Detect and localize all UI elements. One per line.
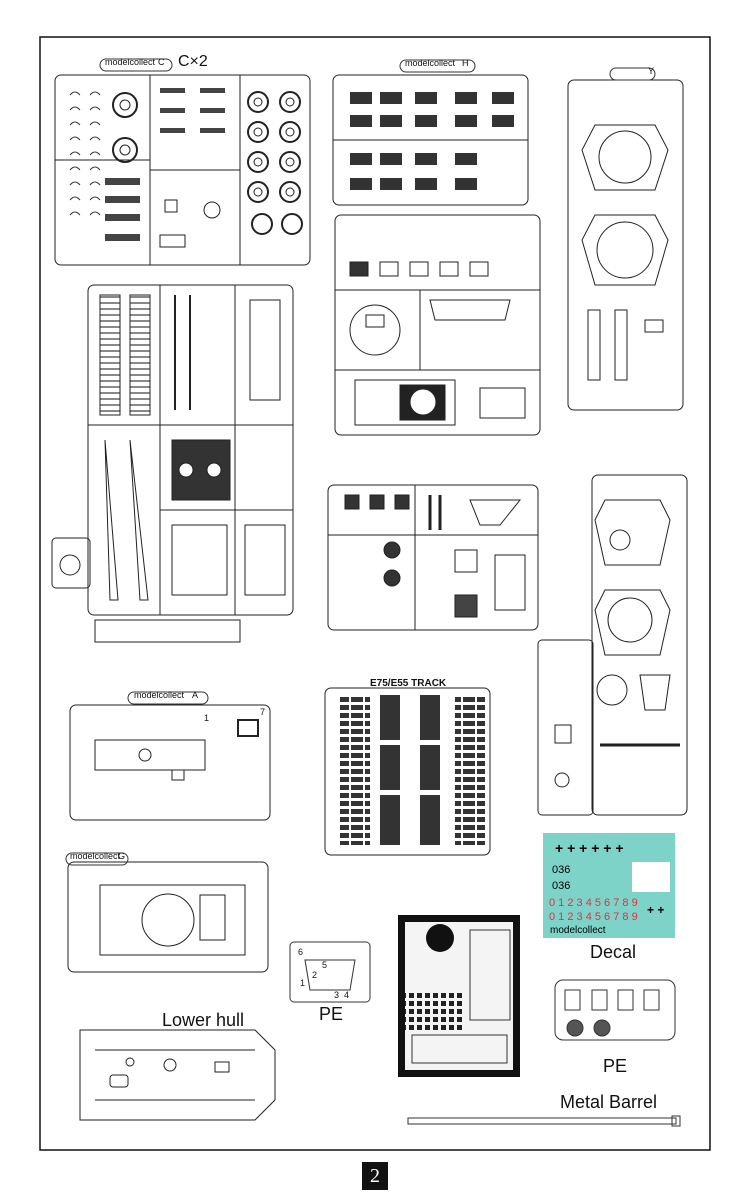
metal-barrel-drawing <box>407 1115 681 1127</box>
pe-round-label: PE <box>603 1056 628 1076</box>
sprue-c-letter: C <box>158 57 165 67</box>
sprue-a-part-7: 7 <box>260 707 266 717</box>
decal-digits-row-1: 0 1 2 3 4 5 6 7 8 9 <box>549 897 638 909</box>
sprue-c <box>54 74 311 266</box>
track-title: E75/E55 TRACK <box>370 678 447 689</box>
sprue-h <box>332 74 529 206</box>
pe-small-part-4: 4 <box>344 990 350 1000</box>
decal-sheet: + + + + + + 036 036 0 1 2 3 4 5 6 7 8 9 … <box>543 833 675 938</box>
sprue-a-part-1: 1 <box>204 713 210 723</box>
pe-small-fret <box>289 941 371 1003</box>
sprue-h-title: modelcollect <box>405 58 456 68</box>
sprue-tag-g <box>65 852 129 866</box>
sprue-c-title: modelcollect <box>105 57 156 67</box>
sprue-f <box>327 484 539 631</box>
sprue-g-title: modelcollect <box>70 851 121 861</box>
sprue-track <box>324 687 491 856</box>
pe-main-fret <box>398 915 520 1077</box>
sprue-c-count: C×2 <box>178 53 208 70</box>
sprue-tag-y <box>609 67 656 81</box>
pe-round-fret <box>554 979 676 1041</box>
metal-barrel-label: Metal Barrel <box>560 1092 658 1112</box>
sprue-tag-h <box>399 59 476 73</box>
pe-small-part-2: 2 <box>312 970 318 980</box>
decal-label: Decal <box>590 942 637 962</box>
pe-small-label: PE <box>319 1004 344 1024</box>
sprue-a-letter: A <box>192 690 199 700</box>
pe-small-part-6: 6 <box>298 947 304 957</box>
pe-small-part-3: 3 <box>334 990 340 1000</box>
decal-number-2: 036 <box>552 880 570 892</box>
sprue-d <box>537 474 688 816</box>
sprue-a-title: modelcollect <box>134 690 185 700</box>
pe-small-part-5: 5 <box>322 960 328 970</box>
sprue-a <box>69 704 271 821</box>
decal-digits-row-2: 0 1 2 3 4 5 6 7 8 9 <box>549 911 638 923</box>
sprue-tag-c <box>99 58 173 72</box>
svg-text:+ + + + + +: + + + + + + <box>555 840 624 856</box>
decal-brand: modelcollect <box>550 925 606 936</box>
page-number: 2 <box>362 1162 388 1190</box>
sprue-e <box>334 214 541 436</box>
sheet-frame <box>39 36 711 1151</box>
sprue-g-letter: G <box>118 851 126 861</box>
lower-hull-label: Lower hull <box>162 1010 245 1030</box>
svg-text:+ +: + + <box>647 903 664 917</box>
sprue-y <box>567 79 684 411</box>
sprue-h-letter: H <box>462 58 469 68</box>
lower-hull-drawing <box>79 1029 276 1121</box>
sprue-y-letter: Y <box>648 66 655 76</box>
sprue-g <box>67 861 269 973</box>
pe-small-part-1: 1 <box>300 978 306 988</box>
sprue-tag-a <box>127 691 209 705</box>
sprue-i <box>51 284 294 643</box>
decal-number-1: 036 <box>552 864 570 876</box>
